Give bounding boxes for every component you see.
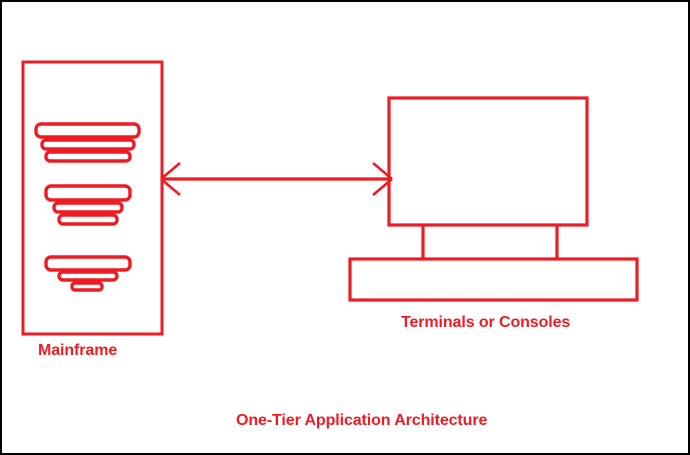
stack-tier-2b: [52, 201, 124, 214]
stack-tier-3c: [70, 281, 104, 292]
monitor-screen: [387, 96, 589, 227]
mainframe-node[interactable]: [21, 60, 164, 336]
server-stack-icon-3: [44, 255, 132, 292]
stack-tier-2c: [57, 213, 119, 226]
stack-tier-1a: [34, 122, 141, 139]
diagram-title: One-Tier Application Architecture: [236, 412, 488, 429]
server-stack-icon-1: [34, 122, 141, 163]
server-stack-icon-2: [44, 184, 132, 226]
terminal-node[interactable]: [348, 96, 639, 302]
stack-tier-3a: [44, 255, 132, 272]
stack-tier-1b: [40, 138, 136, 151]
keyboard-base: [348, 257, 639, 302]
arrowhead-left-lower: [160, 178, 181, 196]
arrowhead-left-upper: [160, 162, 181, 180]
mainframe-label: Mainframe: [38, 342, 118, 359]
stack-tier-3b: [57, 270, 119, 282]
connector-double-arrow[interactable]: [160, 162, 393, 196]
mainframe-box: [21, 60, 164, 336]
stack-tier-2a: [44, 184, 132, 202]
stack-tier-1c: [44, 150, 132, 163]
terminals-label: Terminals or Consoles: [401, 314, 571, 331]
